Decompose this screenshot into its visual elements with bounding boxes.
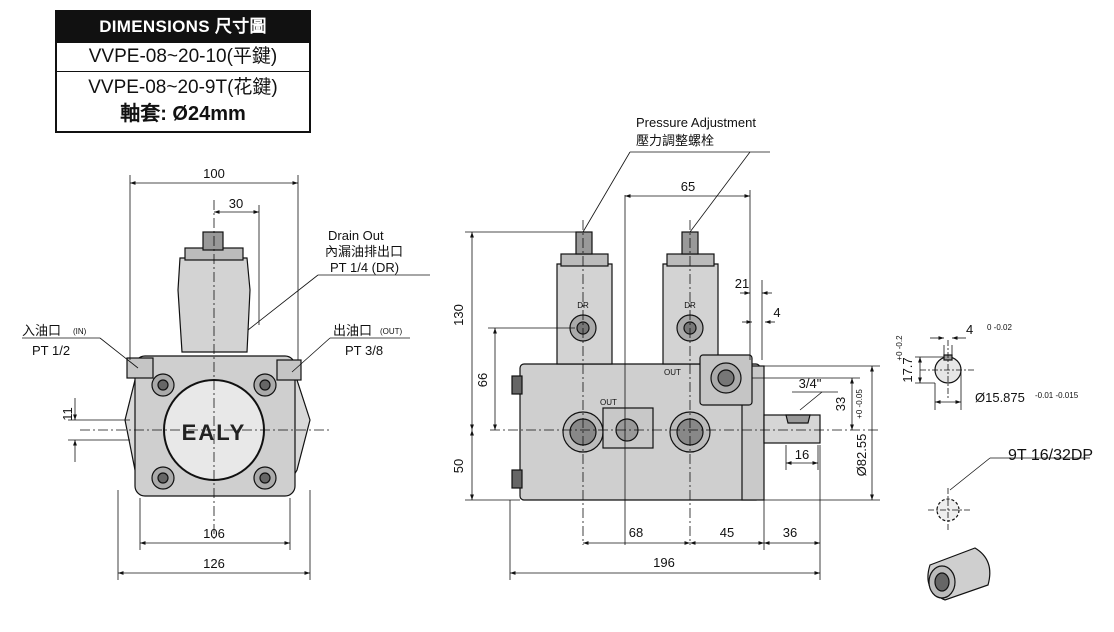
front-dim-126: 126 <box>203 556 225 571</box>
side-dim-3-4: 3/4" <box>799 376 822 391</box>
pressure-adjustment-zh: 壓力調整螺栓 <box>636 133 714 148</box>
key-tol-17-7: +0 -0.2 <box>895 335 904 361</box>
inlet-pt: PT 1/2 <box>32 343 70 358</box>
key-tol-15-875: -0.01 -0.015 <box>1035 391 1079 400</box>
side-dim-66: 66 <box>475 373 490 387</box>
front-dim-100: 100 <box>203 166 225 181</box>
model-flat-key: VVPE-08~20-10(平鍵) <box>57 42 309 71</box>
side-dim-196: 196 <box>653 555 675 570</box>
side-dim-4: 4 <box>773 305 780 320</box>
side-view <box>465 151 880 580</box>
brand-logo: EALY <box>182 420 247 445</box>
out-port-label-mid: OUT <box>600 398 617 407</box>
side-tol-33: +0 -0.05 <box>855 389 864 419</box>
side-dim-45: 45 <box>720 525 734 540</box>
pressure-adjustment-label: Pressure Adjustment <box>636 115 756 130</box>
dr-port-label-1: DR <box>577 301 589 310</box>
side-dim-50: 50 <box>451 459 466 473</box>
front-dim-106: 106 <box>203 526 225 541</box>
outlet-zh: 出油口 <box>333 323 372 338</box>
side-dim-21: 21 <box>735 276 749 291</box>
key-dim-17-7: 17.7 <box>900 357 915 382</box>
spline-detail <box>927 457 1090 601</box>
outlet-pt: PT 3/8 <box>345 343 383 358</box>
key-dim-15-875: Ø15.875 <box>975 390 1025 405</box>
inlet-tag: (IN) <box>73 327 87 336</box>
side-dim-82-55: Ø82.55 <box>854 434 869 477</box>
inlet-zh: 入油口 <box>22 323 61 338</box>
front-view <box>22 175 430 580</box>
model-spline: VVPE-08~20-9T(花鍵) <box>88 77 278 98</box>
dimensions-header: DIMENSIONS 尺寸圖 <box>57 12 309 42</box>
outlet-tag: (OUT) <box>380 327 403 336</box>
side-dim-130: 130 <box>451 304 466 326</box>
spline-label: 9T 16/32DP <box>1008 447 1093 464</box>
shaft-sleeve: 軸套: Ø24mm <box>120 103 246 125</box>
out-port-label-top: OUT <box>664 368 681 377</box>
key-dim-4: 4 <box>966 322 973 337</box>
model-spline-block: VVPE-08~20-9T(花鍵) 軸套: Ø24mm <box>57 71 309 131</box>
key-tol-4: 0 -0.02 <box>987 323 1012 332</box>
drain-out-pt: PT 1/4 (DR) <box>330 260 399 275</box>
dimensions-title-box: DIMENSIONS 尺寸圖 VVPE-08~20-10(平鍵) VVPE-08… <box>55 10 311 133</box>
drain-out-zh: 內漏油排出口 <box>325 244 403 259</box>
front-dim-30: 30 <box>229 196 243 211</box>
side-dim-68: 68 <box>629 525 643 540</box>
side-dim-65: 65 <box>681 179 695 194</box>
keyway-detail <box>915 336 975 410</box>
front-dim-11: 11 <box>60 407 75 421</box>
side-dim-16: 16 <box>795 447 809 462</box>
dr-port-label-2: DR <box>684 301 696 310</box>
side-dim-36: 36 <box>783 525 797 540</box>
side-dim-33: 33 <box>833 397 848 411</box>
drain-out-label: Drain Out <box>328 228 384 243</box>
